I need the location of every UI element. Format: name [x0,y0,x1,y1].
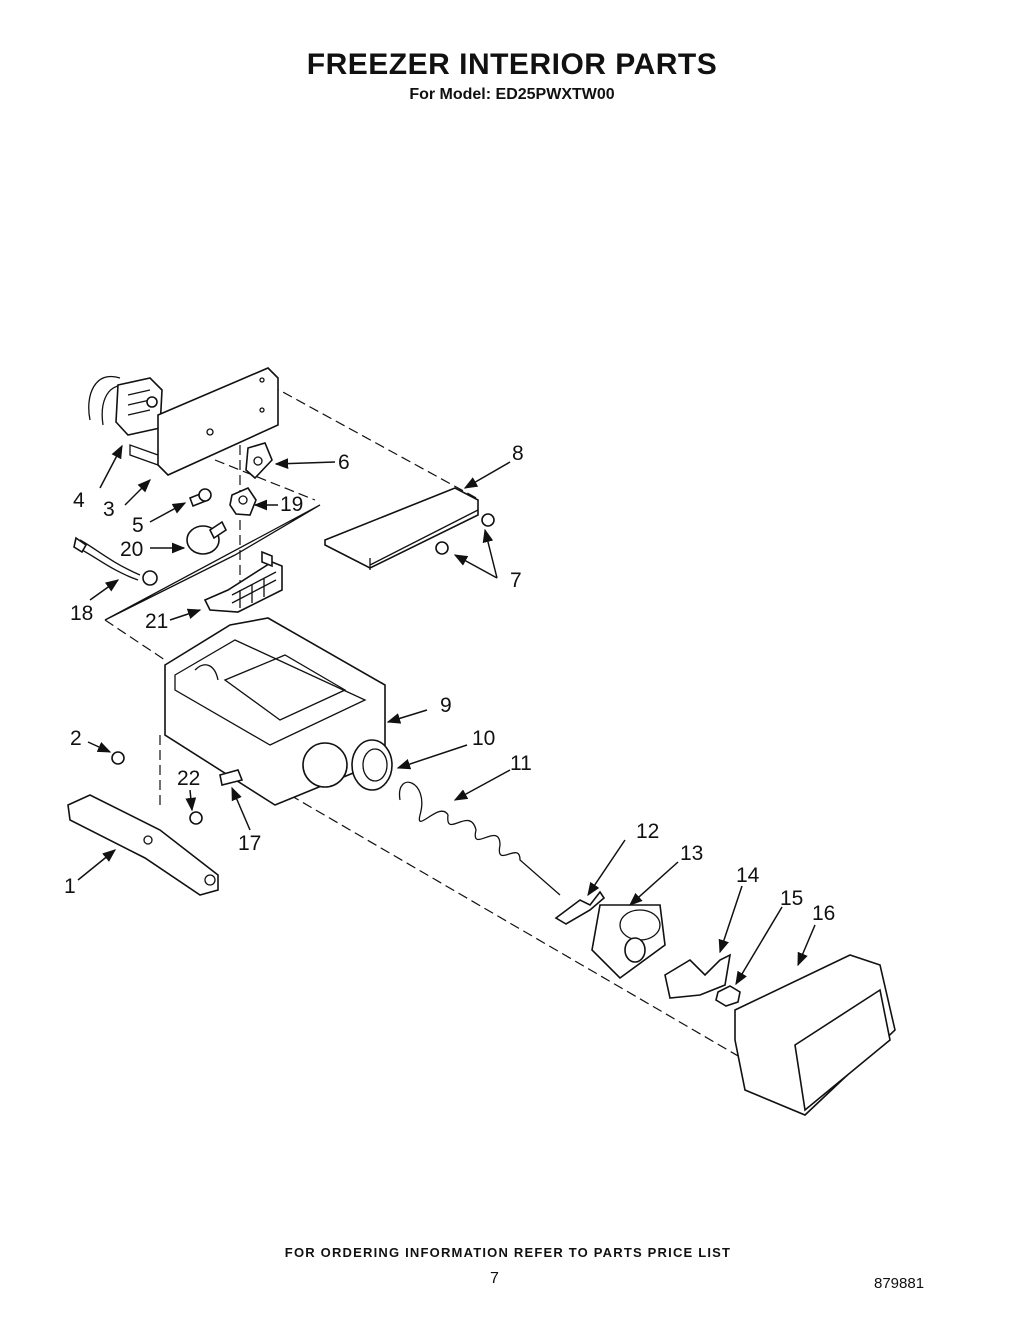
screws-2-22-17 [111,751,244,825]
callout-numbers: 1 2 3 4 5 6 7 8 9 10 11 12 13 14 15 16 1… [64,442,835,925]
ordering-note: FOR ORDERING INFORMATION REFER TO PARTS … [284,1245,732,1260]
callout-21: 21 [145,610,168,633]
mounting-plate [129,367,279,476]
crusher-blade [554,890,606,925]
callout-8: 8 [512,442,524,465]
callout-4: 4 [73,489,85,512]
callout-2: 2 [70,727,82,750]
page-number: 7 [490,1270,499,1287]
auger-bearing [351,739,393,791]
lamp-socket [229,486,257,516]
callout-1: 1 [64,875,76,898]
callout-5: 5 [132,514,144,537]
screw-5 [188,488,212,508]
auger-spring [398,781,561,896]
callout-17: 17 [238,832,261,855]
callout-14: 14 [736,864,760,887]
callout-22: 22 [177,767,200,790]
callout-20: 20 [120,538,143,561]
callout-16: 16 [812,902,835,925]
document-code: 879881 [874,1275,925,1292]
bin-bracket [67,794,219,896]
wire-clip [245,442,273,480]
callout-6: 6 [338,451,350,474]
callout-9: 9 [440,694,452,717]
callout-3: 3 [103,498,115,521]
mounting-bracket [664,953,732,999]
motor-cover [324,487,479,570]
callout-15: 15 [780,887,803,910]
light-bulb [186,520,228,555]
callout-19: 19 [280,493,303,516]
callout-7: 7 [510,569,522,592]
page-title: FREEZER INTERIOR PARTS [306,48,718,81]
wire-harness [73,536,158,586]
screws-7 [435,513,495,555]
front-housing [734,954,896,1116]
callout-13: 13 [680,842,703,865]
light-grille [104,504,321,621]
leader-lines [77,444,816,986]
callout-18: 18 [70,602,93,625]
hex-nut [715,985,741,1007]
callout-12: 12 [636,820,659,843]
callout-10: 10 [472,727,495,750]
callout-11: 11 [510,752,532,775]
model-subtitle: For Model: ED25PWXTW00 [409,86,615,103]
drive-motor [88,375,163,436]
ice-bin [164,617,386,806]
crusher-housing [591,904,666,980]
